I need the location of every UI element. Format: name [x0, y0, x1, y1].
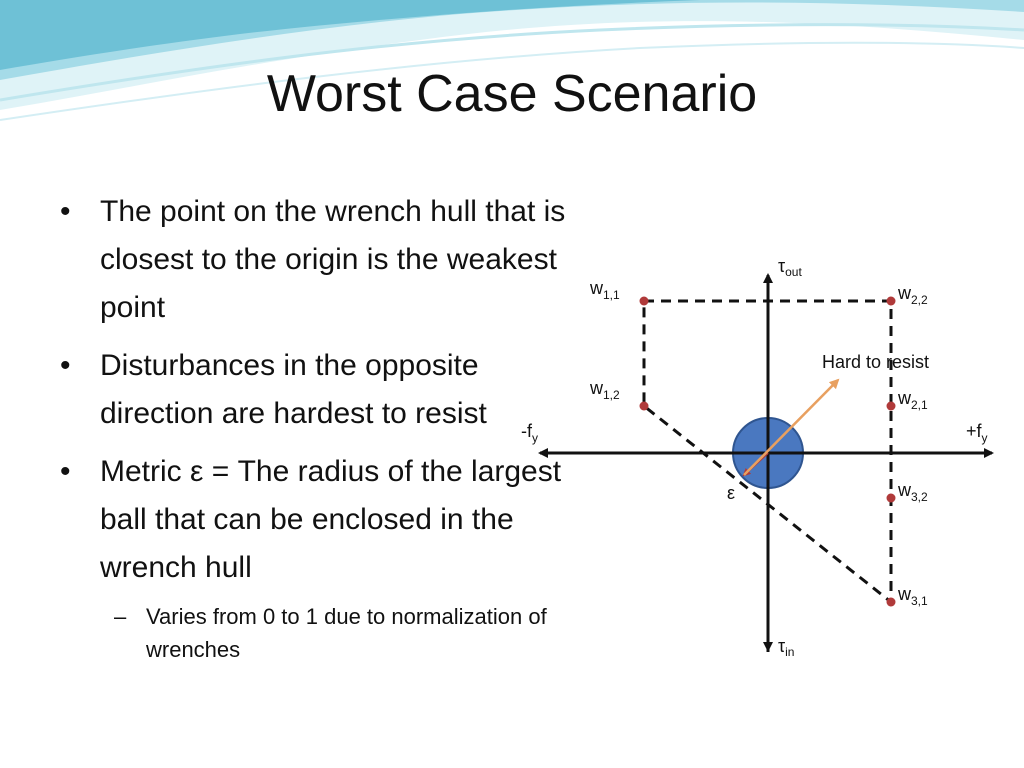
bullet-text: The point on the wrench hull that is clo…: [100, 195, 566, 324]
slide-title: Worst Case Scenario: [266, 65, 758, 123]
label-w12: w1,2: [589, 378, 620, 402]
bullet-glyph: •: [60, 349, 71, 382]
wave-deep: [0, 0, 700, 70]
pos-f-label: +fy: [966, 421, 988, 445]
bullet-item: • Metric ε = The radius of the largest b…: [58, 448, 578, 592]
tau-out-label: τout: [778, 256, 802, 279]
bullet-glyph: •: [60, 195, 71, 228]
bullet-text: Disturbances in the opposite direction a…: [100, 349, 487, 430]
wave-line-2: [0, 41, 1024, 121]
bullet-item: • The point on the wrench hull that is c…: [58, 188, 578, 332]
hard-to-resist-label: Hard to resist: [822, 352, 929, 372]
neg-f-label: -fy: [521, 421, 538, 445]
bullet-item: • Disturbances in the opposite direction…: [58, 342, 578, 438]
tau-in-label: τin: [778, 636, 794, 659]
wave-line-1: [0, 23, 1024, 102]
point-w21: [886, 401, 896, 411]
header-wave-banner: [0, 0, 1024, 121]
bullet-text: Metric ε = The radius of the largest bal…: [100, 455, 562, 584]
label-w21: w2,1: [897, 388, 928, 412]
label-w22: w2,2: [897, 283, 928, 307]
hard-to-resist-arrow: [743, 378, 840, 476]
bullet-list: • The point on the wrench hull that is c…: [58, 188, 578, 666]
point-w22: [886, 296, 896, 306]
label-w32: w3,2: [897, 480, 928, 504]
sub-bullet-text: Varies from 0 to 1 due to normalization …: [146, 604, 547, 662]
bullet-glyph: •: [60, 455, 71, 488]
point-w31: [886, 597, 896, 607]
point-w11: [639, 296, 649, 306]
dash-glyph: –: [114, 604, 127, 629]
label-w11: w1,1: [589, 278, 620, 302]
point-w32: [886, 493, 896, 503]
label-w31: w3,1: [897, 584, 928, 608]
sub-bullet-item: – Varies from 0 to 1 due to normalizatio…: [58, 600, 578, 666]
point-w12: [639, 401, 649, 411]
epsilon-label: ε: [727, 483, 735, 503]
